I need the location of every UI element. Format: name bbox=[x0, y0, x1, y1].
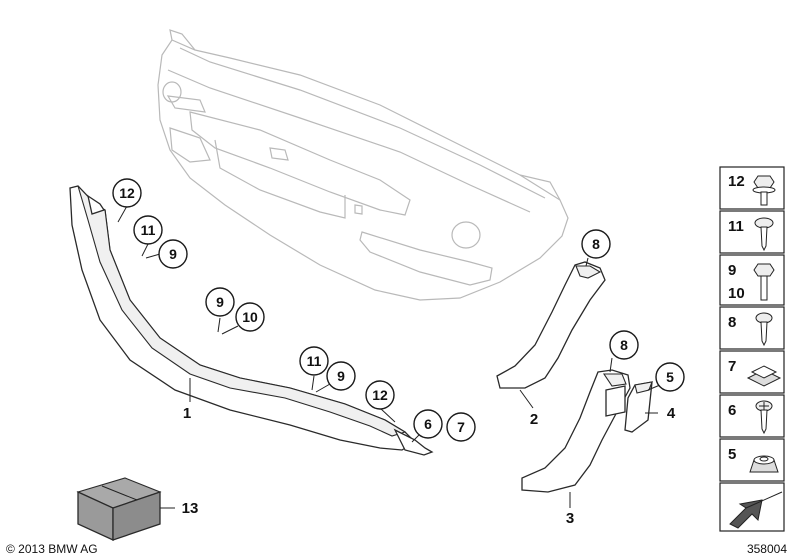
svg-text:12: 12 bbox=[728, 173, 745, 190]
legend-item-11: 11 bbox=[719, 210, 785, 254]
svg-text:11: 11 bbox=[141, 222, 156, 238]
fastener-legend: 12 11 9 10 bbox=[719, 166, 785, 532]
svg-text:9: 9 bbox=[216, 294, 224, 310]
part-2-trim bbox=[496, 261, 606, 389]
svg-text:8: 8 bbox=[728, 314, 736, 331]
part-label-4: 4 bbox=[667, 405, 676, 422]
part-label-1: 1 bbox=[183, 405, 191, 422]
hex-bolt-icon bbox=[753, 263, 775, 301]
callout-11a: 11 bbox=[133, 215, 163, 245]
svg-text:6: 6 bbox=[424, 416, 432, 432]
legend-item-5: 5 bbox=[719, 438, 785, 482]
callout-12c: 12 bbox=[365, 380, 395, 410]
clip-nut-icon bbox=[746, 365, 782, 387]
part-label-13: 13 bbox=[182, 500, 199, 517]
part-4-clip bbox=[624, 381, 653, 433]
callout-5: 5 bbox=[655, 362, 685, 392]
leader-lines bbox=[117, 205, 661, 509]
svg-text:5: 5 bbox=[728, 446, 736, 463]
callout-7: 7 bbox=[446, 412, 476, 442]
svg-text:5: 5 bbox=[666, 369, 674, 385]
callout-12a: 12 bbox=[112, 178, 142, 208]
legend-item-9-10: 9 10 bbox=[719, 254, 785, 306]
svg-text:11: 11 bbox=[728, 218, 744, 235]
svg-text:11: 11 bbox=[307, 353, 322, 369]
svg-text:10: 10 bbox=[728, 285, 745, 302]
callout-9c: 9 bbox=[326, 361, 356, 391]
legend-item-12: 12 bbox=[719, 166, 785, 210]
svg-text:7: 7 bbox=[728, 358, 736, 375]
callout-9b: 9 bbox=[205, 287, 235, 317]
cross-head-screw-icon bbox=[755, 400, 773, 435]
svg-text:7: 7 bbox=[457, 419, 465, 435]
hex-bolt-washer-icon bbox=[752, 175, 776, 206]
svg-text:9: 9 bbox=[169, 246, 177, 262]
legend-item-7: 7 bbox=[719, 350, 785, 394]
oval-head-screw-icon bbox=[754, 217, 774, 252]
svg-text:8: 8 bbox=[592, 236, 600, 252]
callout-9a: 9 bbox=[158, 239, 188, 269]
part-13-box bbox=[76, 477, 162, 542]
callout-8b: 8 bbox=[609, 330, 639, 360]
svg-text:9: 9 bbox=[728, 262, 736, 279]
legend-item-8: 8 bbox=[719, 306, 785, 350]
svg-text:12: 12 bbox=[119, 185, 135, 201]
svg-text:6: 6 bbox=[728, 402, 736, 419]
callout-8a: 8 bbox=[581, 229, 611, 259]
svg-text:8: 8 bbox=[620, 337, 628, 353]
callout-11c: 11 bbox=[299, 346, 329, 376]
copyright-text: © 2013 BMW AG bbox=[6, 542, 98, 556]
part-label-2: 2 bbox=[530, 411, 538, 428]
plastic-nut-icon bbox=[749, 455, 779, 473]
svg-text:9: 9 bbox=[337, 368, 345, 384]
arrow-icon bbox=[729, 491, 783, 529]
callout-6: 6 bbox=[413, 409, 443, 439]
callout-10b: 10 bbox=[235, 302, 265, 332]
diagram-id: 358004 bbox=[747, 542, 787, 556]
legend-item-6: 6 bbox=[719, 394, 785, 438]
legend-item-arrow bbox=[719, 482, 785, 532]
bumper-outline bbox=[157, 29, 569, 301]
part-1-spoiler bbox=[69, 185, 434, 456]
svg-text:10: 10 bbox=[242, 309, 258, 325]
svg-text:12: 12 bbox=[372, 387, 388, 403]
part-label-3: 3 bbox=[566, 510, 574, 527]
pan-head-screw-icon bbox=[755, 312, 773, 347]
part-3-trim bbox=[521, 369, 631, 493]
